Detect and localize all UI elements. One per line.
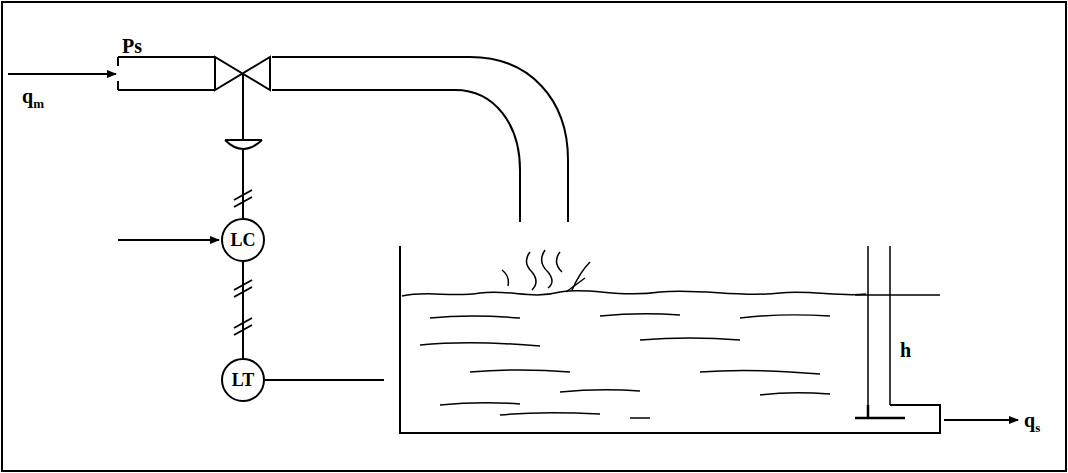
inlet-arrow — [8, 73, 116, 75]
instrument-bubble: LT — [221, 358, 265, 402]
inlet-pipe — [118, 57, 215, 90]
instrument-tag: LT — [232, 371, 254, 389]
splash — [502, 250, 590, 292]
setpoint-arrow — [118, 239, 219, 241]
level-gauge — [868, 246, 890, 405]
signal-name: qm — [22, 86, 44, 110]
instrument-bubble: LC — [221, 218, 265, 262]
signal-name: h — [900, 340, 911, 360]
water-surface — [402, 291, 866, 296]
water-texture — [420, 314, 830, 418]
signal-hash — [234, 190, 252, 207]
sensor-line — [265, 379, 384, 381]
signal-line — [242, 150, 244, 218]
gauge-base — [855, 405, 905, 418]
tank — [400, 246, 940, 433]
level-line — [855, 294, 940, 296]
valve-actuator — [225, 140, 262, 149]
feed-pipe — [272, 90, 520, 222]
instrument-tag: LC — [230, 231, 255, 249]
valve-stem — [242, 73, 244, 140]
signal-name: Ps — [122, 36, 142, 56]
feed-pipe — [272, 57, 568, 222]
outlet-arrow — [944, 419, 1018, 421]
signal-line — [243, 262, 244, 358]
signal-name: qs — [1024, 410, 1040, 434]
